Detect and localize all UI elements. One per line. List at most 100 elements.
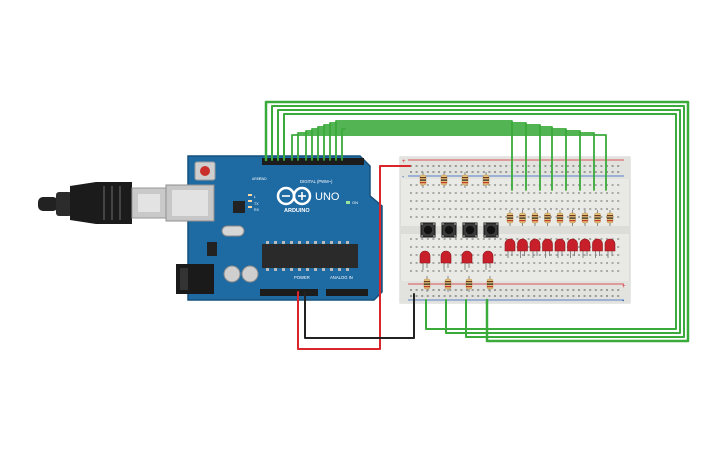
terminal-hole (516, 184, 519, 186)
terminal-hole (555, 200, 558, 202)
terminal-hole (415, 192, 418, 194)
rail-hole (527, 171, 530, 173)
terminal-hole (454, 200, 457, 202)
rail-hole (449, 165, 452, 167)
rail-hole (544, 295, 547, 297)
wire-pin11 (277, 109, 681, 334)
rail-hole (578, 165, 580, 167)
rail-hole (594, 295, 597, 297)
terminal-hole (544, 262, 547, 264)
reset-button[interactable] (194, 161, 216, 181)
rail-hole (600, 295, 603, 297)
terminal-hole (516, 270, 519, 272)
terminal-hole (578, 184, 580, 186)
terminal-hole (578, 192, 580, 194)
terminal-hole (482, 270, 485, 272)
rail-hole (533, 171, 536, 173)
terminal-hole (566, 192, 569, 194)
capacitor-1 (223, 265, 241, 283)
wire-pin12 (271, 105, 685, 338)
rail-hole (572, 165, 575, 167)
terminal-hole (415, 184, 418, 186)
terminal-hole (611, 238, 614, 240)
terminal-hole (454, 192, 457, 194)
rail-hole (449, 289, 452, 291)
terminal-hole (432, 270, 435, 272)
terminal-hole (505, 270, 508, 272)
terminal-hole (538, 270, 541, 272)
l-label: L (254, 195, 256, 199)
terminal-hole (583, 200, 586, 202)
rail-hole (482, 171, 485, 173)
terminal-hole (550, 238, 552, 240)
terminal-hole (421, 208, 424, 210)
rail-hole (527, 165, 530, 167)
terminal-hole (449, 270, 452, 272)
rail-hole (466, 295, 468, 297)
rail-hole (561, 289, 564, 291)
atmega-chip (262, 244, 358, 268)
rail-hole (443, 295, 446, 297)
terminal-hole (471, 262, 474, 264)
terminal-hole (572, 184, 575, 186)
board-model: UNO (315, 191, 340, 203)
rail-hole (499, 171, 502, 173)
terminal-hole (426, 216, 429, 218)
terminal-hole (589, 216, 592, 218)
terminal-hole (460, 254, 463, 256)
rail-hole (477, 295, 480, 297)
rail-hole (561, 165, 564, 167)
terminal-hole (460, 262, 463, 264)
terminal-hole (533, 184, 536, 186)
terminal-hole (426, 200, 429, 202)
terminal-hole (617, 200, 620, 202)
bar-led-1 (504, 238, 516, 258)
terminal-hole (443, 270, 446, 272)
terminal-hole (494, 238, 496, 240)
rail-hole (421, 171, 424, 173)
rail-hole (583, 165, 586, 167)
terminal-hole (611, 192, 614, 194)
terminal-hole (516, 216, 519, 218)
pushbutton-1[interactable] (420, 222, 436, 238)
terminal-hole (527, 208, 530, 210)
pushbutton-4[interactable] (483, 222, 499, 238)
button-led-resistor-1 (423, 276, 431, 292)
pushbutton-2[interactable] (441, 222, 457, 238)
rail-plus-top: + (402, 159, 406, 165)
rail-hole (522, 165, 524, 167)
terminal-hole (527, 254, 530, 256)
terminal-hole (477, 238, 480, 240)
terminal-hole (466, 270, 468, 272)
rail-hole (488, 289, 491, 291)
rail-hole (426, 165, 429, 167)
terminal-hole (594, 262, 597, 264)
terminal-hole (606, 262, 608, 264)
terminal-hole (544, 208, 547, 210)
bar-led-8 (592, 238, 603, 258)
rail-hole (600, 165, 603, 167)
terminal-hole (505, 254, 508, 256)
terminal-hole (466, 192, 468, 194)
rail-hole (421, 165, 424, 167)
rail-hole (443, 165, 446, 167)
rail-hole (617, 171, 620, 173)
power-label: POWER (294, 275, 310, 280)
pushbutton-3[interactable] (462, 222, 478, 238)
rail-hole (606, 295, 608, 297)
rail-hole (510, 289, 513, 291)
terminal-hole (471, 254, 474, 256)
bar-resistor-2 (519, 210, 526, 226)
terminal-hole (432, 216, 435, 218)
rail-hole (505, 171, 508, 173)
rail-hole (499, 289, 502, 291)
rail-hole (606, 289, 608, 291)
terminal-hole (527, 192, 530, 194)
terminal-hole (522, 262, 524, 264)
wire-5v-red (297, 165, 411, 350)
terminal-hole (600, 184, 603, 186)
digital-header-label: DIGITAL (PWM~) (300, 179, 333, 184)
wire-gnd-black (304, 291, 415, 339)
terminal-hole (421, 200, 424, 202)
terminal-hole (426, 270, 429, 272)
